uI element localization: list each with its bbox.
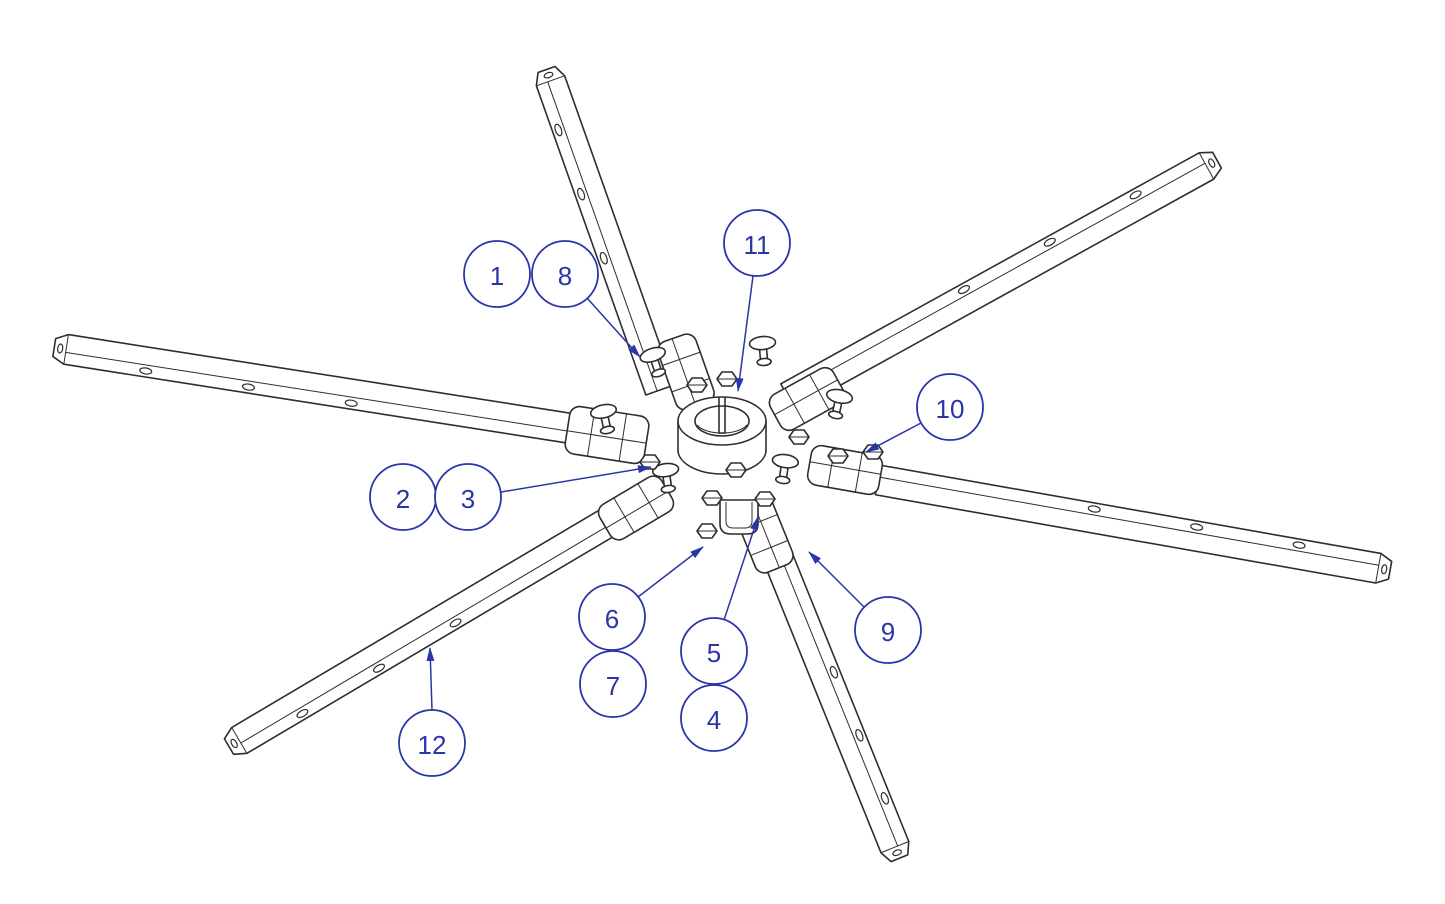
hex-nut bbox=[716, 371, 738, 387]
callout-leader-5 bbox=[723, 516, 759, 621]
svg-text:1: 1 bbox=[490, 261, 504, 291]
arm-upper-right bbox=[779, 151, 1223, 411]
svg-text:12: 12 bbox=[418, 730, 447, 760]
callout-leader-10 bbox=[865, 422, 922, 453]
hex-nut bbox=[686, 377, 708, 393]
svg-text:7: 7 bbox=[606, 671, 620, 701]
hub-bore bbox=[694, 405, 750, 437]
callout-5: 5 bbox=[680, 617, 748, 685]
arm-top bbox=[535, 65, 675, 396]
svg-text:8: 8 bbox=[558, 261, 572, 291]
hex-nut bbox=[827, 448, 849, 464]
callout-4: 4 bbox=[680, 684, 748, 752]
svg-text:5: 5 bbox=[707, 638, 721, 668]
svg-text:11: 11 bbox=[744, 230, 771, 260]
callout-leader-8 bbox=[586, 297, 641, 358]
hex-nut bbox=[701, 490, 723, 506]
callout-3: 3 bbox=[434, 463, 502, 531]
svg-text:3: 3 bbox=[461, 484, 475, 514]
svg-text:10: 10 bbox=[936, 394, 965, 424]
clamp-left bbox=[564, 405, 650, 465]
callout-12: 12 bbox=[398, 709, 466, 777]
svg-text:9: 9 bbox=[881, 617, 895, 647]
callout-leader-6 bbox=[637, 546, 704, 598]
hex-nut bbox=[788, 429, 810, 445]
callout-leader-11 bbox=[735, 275, 754, 392]
t-bolt bbox=[639, 346, 667, 378]
callout-11: 11 bbox=[723, 209, 791, 277]
t-bolt bbox=[825, 388, 854, 420]
clamp-right bbox=[806, 444, 884, 496]
callout-8: 8 bbox=[531, 240, 599, 308]
arm-left bbox=[52, 333, 572, 444]
svg-text:2: 2 bbox=[396, 484, 410, 514]
hex-nut bbox=[754, 491, 776, 507]
callout-2: 2 bbox=[369, 463, 437, 531]
t-bolt bbox=[651, 462, 680, 494]
callout-10: 10 bbox=[916, 373, 984, 441]
callout-leader-3 bbox=[500, 465, 652, 493]
callout-7: 7 bbox=[579, 650, 647, 718]
hub bbox=[677, 396, 767, 475]
hex-nut bbox=[696, 523, 718, 539]
t-bolt bbox=[771, 453, 800, 485]
t-bolt bbox=[589, 403, 618, 435]
callout-1: 1 bbox=[463, 240, 531, 308]
arm-lower-right bbox=[757, 536, 910, 863]
svg-text:6: 6 bbox=[605, 604, 619, 634]
t-bolt bbox=[748, 335, 777, 367]
callout-leader-12 bbox=[426, 647, 435, 711]
callout-leader-9 bbox=[808, 551, 865, 608]
front-clamp bbox=[719, 499, 759, 535]
svg-text:4: 4 bbox=[707, 705, 721, 735]
hex-nut bbox=[725, 462, 747, 478]
keyway-slot bbox=[718, 397, 726, 434]
callout-9: 9 bbox=[854, 596, 922, 664]
arm-right bbox=[874, 464, 1393, 584]
clamp-upper-right bbox=[768, 366, 846, 432]
callout-6: 6 bbox=[578, 583, 646, 651]
